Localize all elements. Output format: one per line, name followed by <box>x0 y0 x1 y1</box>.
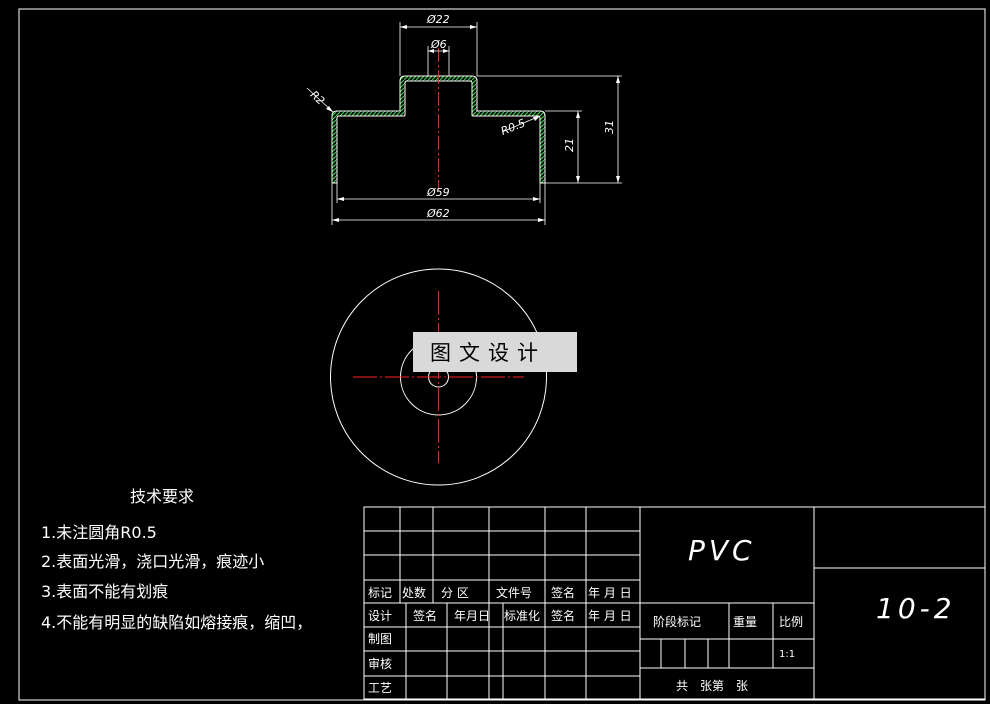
title-block <box>363 506 986 700</box>
dim-d22: Ø22 <box>399 13 478 76</box>
tech-item: 2.表面光滑，浇口光滑，痕迹小 <box>41 552 264 571</box>
tech-title: 技术要求 <box>130 487 194 506</box>
rev-header: 签名 <box>551 585 575 600</box>
approval-header: 标准化 <box>504 609 540 623</box>
rev-header: 处数 <box>402 585 426 600</box>
role-label: 审核 <box>368 656 392 671</box>
dim-r2: R2 <box>306 87 334 113</box>
approval-header: 设计 <box>368 609 392 623</box>
drawing-border <box>18 8 986 701</box>
dim-r05: R0.5 <box>499 115 541 138</box>
tech-item: 4.不能有明显的缺陷如熔接痕，缩凹， <box>41 613 312 632</box>
dim-d62: Ø62 <box>331 183 546 225</box>
rev-header: 标记 <box>368 586 392 600</box>
rev-header: 文件号 <box>496 585 532 600</box>
weight-label: 重量 <box>733 615 757 629</box>
dim-d6-label: Ø6 <box>430 38 447 51</box>
title-block-text: PVC 10-2 标记 处数 分 区 文件号 签名 年 月 日 设计 签名 年月… <box>368 534 956 695</box>
role-label: 制图 <box>368 632 392 646</box>
dim-31: 31 <box>477 75 622 184</box>
approval-header: 签名 <box>413 608 437 623</box>
dim-21: 21 <box>545 110 582 184</box>
dim-d22-label: Ø22 <box>426 13 450 26</box>
material-label: PVC <box>688 534 756 567</box>
tech-item: 3.表面不能有划痕 <box>41 582 168 601</box>
cup-section <box>331 75 546 184</box>
section-view: Ø22 Ø6 R2 R0.5 21 <box>306 13 622 225</box>
sheet-label: 共 张第 张 <box>676 679 748 693</box>
dim-d62-label: Ø62 <box>426 207 450 220</box>
rev-header: 年 月 日 <box>588 586 632 600</box>
drawing-number: 10-2 <box>876 592 956 625</box>
approval-header: 年月日 <box>454 609 490 623</box>
stage-label: 阶段标记 <box>653 614 701 629</box>
top-view <box>330 268 547 486</box>
watermark: 图文设计 <box>413 332 577 372</box>
scale-label: 比例 <box>779 615 803 629</box>
approval-header: 年 月 日 <box>588 609 632 623</box>
dim-21-label: 21 <box>563 138 576 152</box>
dim-d59-label: Ø59 <box>426 186 450 199</box>
rev-header: 分 区 <box>441 586 469 600</box>
tech-item: 1.未注圆角R0.5 <box>41 523 157 542</box>
approval-header: 签名 <box>551 608 575 623</box>
watermark-text: 图文设计 <box>430 341 546 365</box>
dim-d6: Ø6 <box>427 38 450 76</box>
scale-value: 1:1 <box>779 649 795 660</box>
outer-circle <box>330 268 547 486</box>
dim-d59: Ø59 <box>336 183 541 203</box>
role-label: 工艺 <box>368 681 392 695</box>
dim-31-label: 31 <box>603 120 616 134</box>
dim-r05-label: R0.5 <box>499 116 527 137</box>
tech-requirements: 技术要求 1.未注圆角R0.5 2.表面光滑，浇口光滑，痕迹小 3.表面不能有划… <box>41 487 312 632</box>
